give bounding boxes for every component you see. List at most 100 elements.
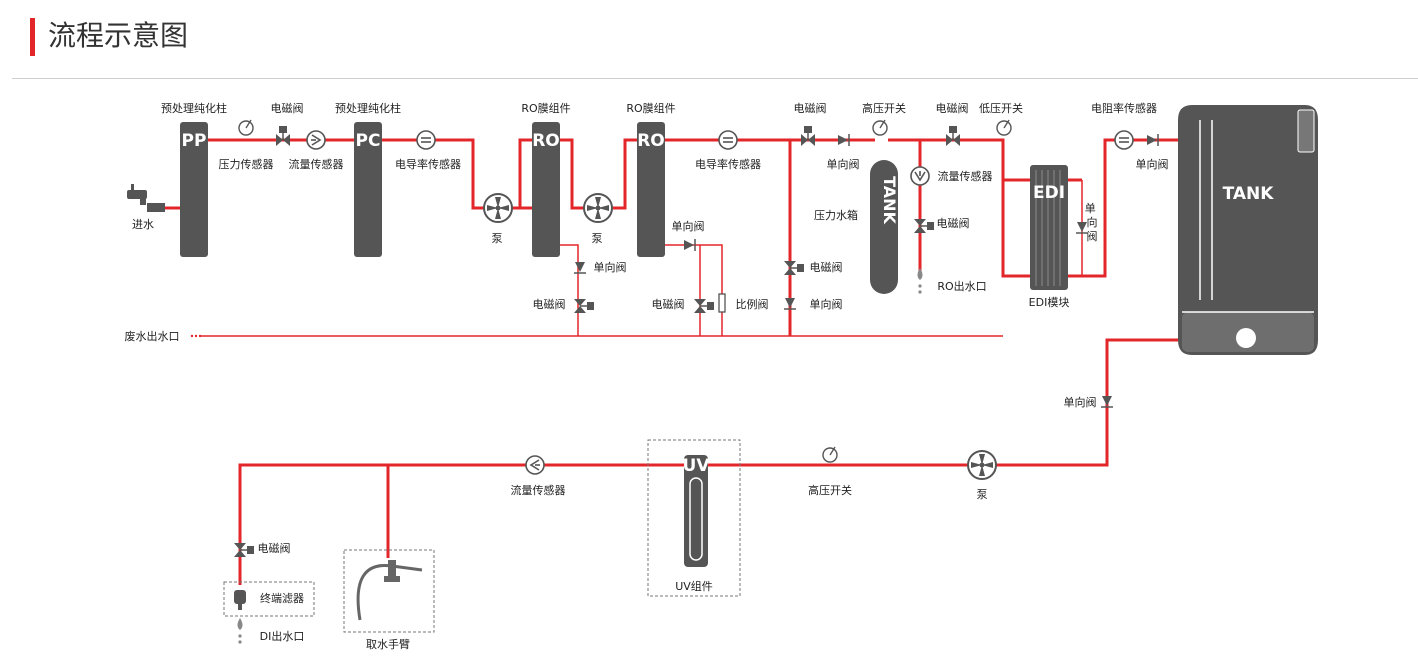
check-valve-icon [683, 238, 696, 252]
tank-small-label: TANK [880, 176, 899, 224]
pump-icon [483, 193, 513, 223]
solenoid-valve-icon [573, 298, 595, 314]
ro-module-1-title: RO膜组件 [521, 101, 570, 115]
flow-sensor-icon [910, 166, 930, 186]
solenoid-valve-icon [233, 542, 255, 558]
uv-module: UV [647, 439, 741, 597]
solenoid-valve-icon [913, 218, 935, 234]
check-valve-char: 单 [1085, 202, 1096, 215]
high-pressure-switch-label: 高压开关 [862, 101, 906, 115]
high-pressure-switch-icon [872, 119, 888, 136]
check-valve-icon [1146, 133, 1159, 147]
pump-label: 泵 [492, 232, 503, 245]
flow-sensor-label: 流量传感器 [511, 483, 566, 497]
solenoid-valve-label: 电磁阀 [794, 101, 827, 115]
title-accent-bar [30, 18, 35, 56]
pressure-sensor-icon [238, 119, 254, 136]
solenoid-valve-icon [275, 125, 291, 147]
flow-sensor-icon [306, 130, 326, 150]
ro-module-2-title: RO膜组件 [626, 101, 675, 115]
ro-module-2: RO [637, 122, 665, 257]
solenoid-valve-label: 电磁阀 [271, 101, 304, 115]
check-valve-label: 单向阀 [810, 297, 843, 311]
pc-label: PC [356, 131, 381, 151]
inlet-label: 进水 [132, 218, 154, 231]
ro2-label: RO [637, 131, 665, 151]
solenoid-valve-icon [945, 125, 961, 147]
check-valve-label: 单向阀 [1136, 157, 1169, 171]
waste-dots [190, 334, 202, 338]
terminal-filter-label: 终端滤器 [260, 591, 304, 605]
tank-big-label: TANK [1223, 184, 1275, 204]
inlet-tap-icon [127, 184, 165, 212]
solenoid-valve-label: 电磁阀 [937, 216, 970, 230]
ro-outlet-label: RO出水口 [937, 279, 986, 293]
high-pressure-switch-icon [822, 446, 838, 463]
solenoid-valve-icon [783, 260, 805, 276]
solenoid-valve-label: 电磁阀 [258, 541, 291, 555]
check-valve-label: 单向阀 [827, 157, 860, 171]
check-valve-icon [783, 297, 797, 310]
check-valve-char: 向 [1087, 215, 1098, 229]
check-valve-label: 单向阀 [672, 219, 705, 233]
water-drops [237, 268, 923, 644]
ratio-valve-label: 比例阀 [736, 297, 769, 311]
pp-column: PP [180, 122, 208, 257]
pump-icon [967, 450, 997, 480]
flow-sensor-label: 流量传感器 [289, 157, 344, 171]
edi-module: EDI [1030, 165, 1068, 290]
conductivity-sensor-label: 电导率传感器 [395, 157, 461, 171]
terminal-filter [223, 581, 315, 617]
check-valve-char: 阀 [1087, 229, 1098, 243]
pump-label: 泵 [592, 232, 603, 245]
solenoid-valve-icon [800, 125, 816, 147]
page-header: 流程示意图 [0, 0, 1418, 80]
check-valve-icon [1100, 395, 1114, 408]
pressure-tank-label: 压力水箱 [814, 208, 858, 222]
dispense-arm [343, 549, 435, 633]
edi-label: EDI [1033, 183, 1065, 203]
pipes [165, 138, 1178, 585]
pc-column: PC [354, 122, 382, 257]
high-pressure-switch-label: 高压开关 [808, 483, 852, 497]
solenoid-valve-label: 电磁阀 [652, 297, 685, 311]
page-title: 流程示意图 [48, 19, 189, 52]
resistivity-sensor-label: 电阻率传感器 [1091, 101, 1157, 115]
low-pressure-switch-icon [996, 119, 1012, 136]
edi-module-label: EDI模块 [1029, 296, 1070, 309]
solenoid-valve-label: 电磁阀 [533, 297, 566, 311]
flow-sensor-icon [525, 455, 545, 475]
conductivity-sensor-icon [718, 130, 738, 150]
pressure-sensor-label: 压力传感器 [219, 158, 274, 171]
ro-module-1: RO [532, 122, 560, 257]
check-valve-label: 单向阀 [1064, 395, 1097, 409]
resistivity-sensor-icon [1114, 130, 1134, 150]
check-valve-icon [573, 261, 587, 274]
pretreat-column-1-title: 预处理纯化柱 [161, 101, 227, 115]
conductivity-sensor-label: 电导率传感器 [695, 157, 761, 171]
labels: 预处理纯化柱 预处理纯化柱 电磁阀 压力传感器 流量传感器 电导率传感器 RO膜… [125, 101, 1169, 651]
check-valve-label: 单向阀 [594, 260, 627, 274]
pump-icon [583, 193, 613, 223]
uv-label: UV [683, 456, 711, 476]
dispense-arm-label: 取水手臂 [366, 637, 410, 651]
solenoid-valve-icon [693, 298, 715, 314]
flow-sensor-label: 流量传感器 [938, 169, 993, 183]
storage-tank: TANK [1178, 105, 1318, 355]
check-valve-icon [837, 133, 850, 147]
low-pressure-switch-label: 低压开关 [979, 101, 1023, 115]
pretreat-column-2-title: 预处理纯化柱 [335, 101, 401, 115]
ratio-valve-icon [718, 293, 726, 313]
conductivity-sensor-icon [416, 130, 436, 150]
components [233, 119, 1159, 558]
solenoid-valve-label: 电磁阀 [936, 101, 969, 115]
pressure-tank: TANK [870, 160, 899, 294]
waste-outlet-label: 废水出水口 [125, 329, 180, 343]
pump-label: 泵 [977, 488, 988, 501]
ro1-label: RO [532, 131, 560, 151]
uv-module-label: UV组件 [675, 579, 713, 593]
solenoid-valve-label: 电磁阀 [810, 260, 843, 274]
di-outlet-label: DI出水口 [260, 629, 305, 643]
pp-label: PP [182, 131, 207, 151]
